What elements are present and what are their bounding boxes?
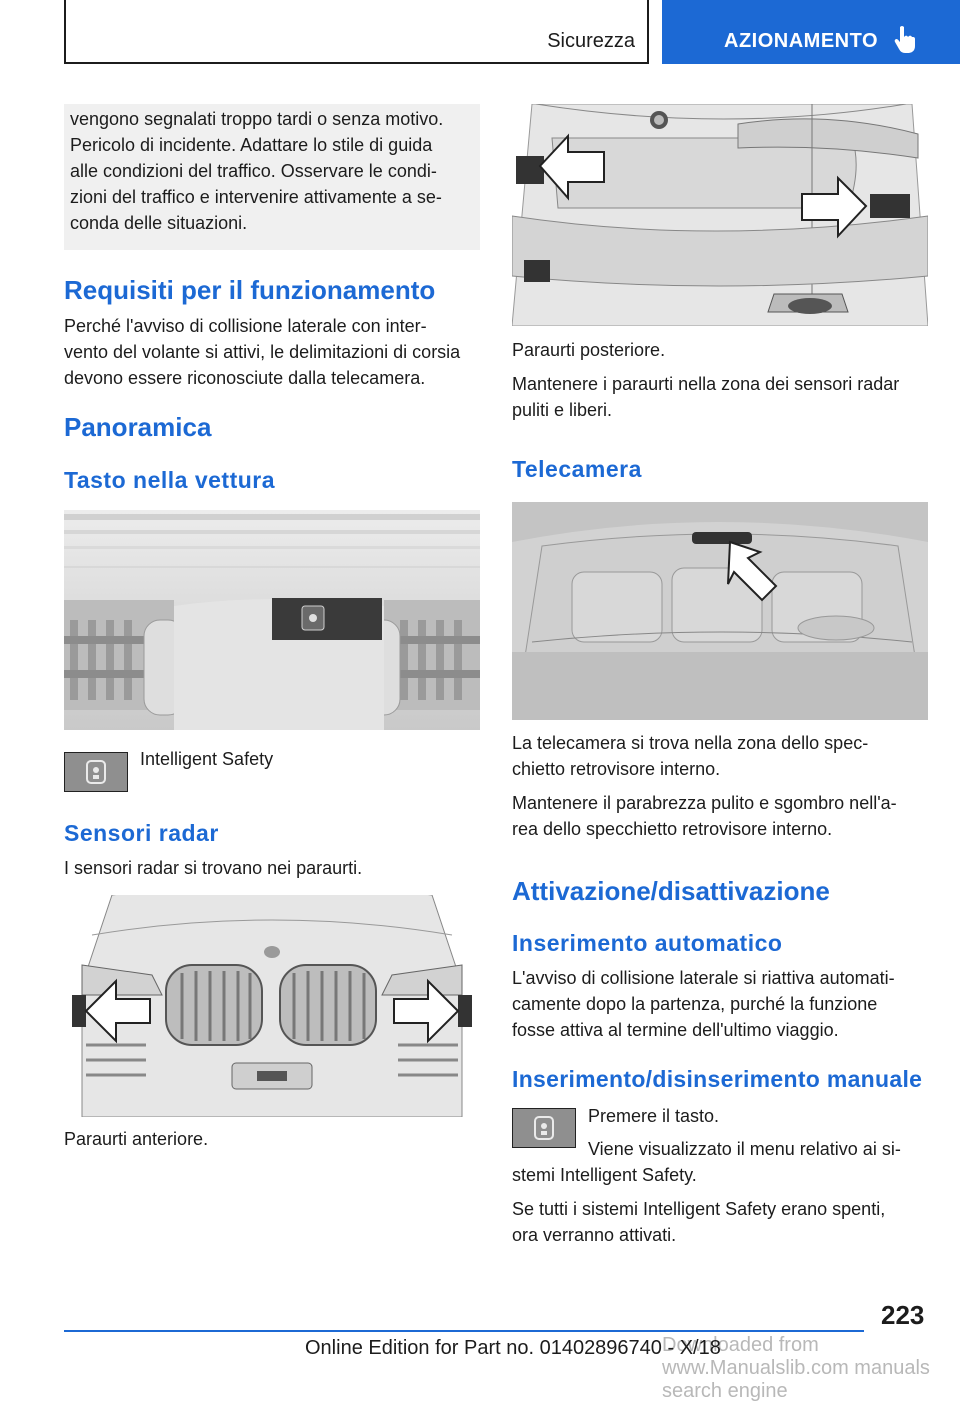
camera-text-2: Mantenere il parabrezza pulito e sgombro… — [512, 790, 932, 842]
text-line: La telecamera si trova nella zona dello … — [512, 733, 869, 753]
text-line: Viene visualizzato il menu relativo ai s… — [588, 1139, 901, 1159]
text-line: devono essere riconosciute dalla telecam… — [64, 368, 426, 388]
warning-box: vengono segnalati troppo tardi o senza m… — [64, 104, 480, 250]
text-line: Mantenere il parabrezza pulito e sgombro… — [512, 793, 897, 813]
text-line: fosse attiva al termine dell'ultimo viag… — [512, 1020, 839, 1040]
press-key-text: Premere il tasto. — [588, 1106, 720, 1126]
hand-pointer-icon — [894, 26, 915, 53]
intelligent-safety-key-icon — [64, 752, 128, 792]
camera-text-1: La telecamera si trova nella zona dello … — [512, 730, 932, 782]
warning-line: zioni del traffico e intervenire attivam… — [70, 187, 442, 207]
text-line: L'avviso di collisione laterale si riatt… — [512, 968, 895, 988]
edition-text: Online Edition for Part no. 01402896740 … — [305, 1337, 721, 1359]
safety-symbol-icon — [86, 760, 106, 784]
attivazione-heading: Attivazione/disattivazione — [512, 876, 830, 906]
text-line: camente dopo la partenza, purché la funz… — [512, 994, 878, 1014]
section-title: Sicurezza — [547, 30, 635, 52]
requisiti-text: Perché l'avviso di collisione laterale c… — [64, 313, 484, 391]
front-bumper-image — [72, 895, 472, 1117]
warning-line: conda delle situazioni. — [70, 213, 248, 233]
sensori-heading: Sensori radar — [64, 820, 219, 846]
front-caption: Paraurti anteriore. — [64, 1129, 209, 1149]
rear-text: Mantenere i paraurti nella zona dei sens… — [512, 371, 932, 423]
text-line: Perché l'avviso di collisione laterale c… — [64, 316, 427, 336]
telecamera-heading: Telecamera — [512, 456, 642, 482]
auto-text: L'avviso di collisione laterale si riatt… — [512, 965, 932, 1043]
requisiti-heading: Requisiti per il funzionamento — [64, 275, 436, 305]
warning-line: Pericolo di incidente. Adattare lo stile… — [70, 135, 433, 155]
text-line: stemi Intelligent Safety. — [512, 1165, 697, 1185]
auto-heading: Inserimento automatico — [512, 930, 783, 956]
footer-divider — [64, 1330, 864, 1332]
dashboard-button-image — [64, 510, 480, 730]
active-tab: AZIONAMENTO — [662, 0, 960, 64]
text-line: vento del volante si attivi, le delimita… — [64, 342, 461, 362]
sensori-text: I sensori radar si trovano nei paraurti. — [64, 858, 363, 878]
text-line: puliti e liberi. — [512, 400, 613, 420]
panoramica-heading: Panoramica — [64, 412, 212, 442]
text-line: Mantenere i paraurti nella zona dei sens… — [512, 374, 900, 394]
section-tab: Sicurezza — [64, 0, 649, 64]
manual-heading: Inserimento/disinserimento manuale — [512, 1066, 923, 1092]
rear-bumper-image — [512, 104, 928, 326]
menu-text: Viene visualizzato il menu relativo ai s… — [512, 1136, 932, 1188]
page-number: 223 — [881, 1300, 925, 1330]
all-off-text: Se tutti i sistemi Intelligent Safety er… — [512, 1196, 932, 1248]
text-line: rea dello specchietto retrovisore intern… — [512, 819, 833, 839]
text-line: Se tutti i sistemi Intelligent Safety er… — [512, 1199, 886, 1219]
warning-line: vengono segnalati troppo tardi o senza m… — [70, 109, 444, 129]
text-line: chietto retrovisore interno. — [512, 759, 721, 779]
tasto-heading: Tasto nella vettura — [64, 467, 276, 493]
camera-image — [512, 502, 928, 720]
manual-key-icon — [512, 1108, 576, 1148]
warning-line: alle condizioni del traffico. Osservare … — [70, 161, 437, 181]
rear-caption: Paraurti posteriore. — [512, 340, 666, 360]
active-tab-label: AZIONAMENTO — [724, 30, 879, 52]
safety-symbol-icon — [534, 1116, 554, 1140]
intelligent-safety-label: Intelligent Safety — [140, 749, 274, 769]
text-line: ora verranno attivati. — [512, 1225, 677, 1245]
